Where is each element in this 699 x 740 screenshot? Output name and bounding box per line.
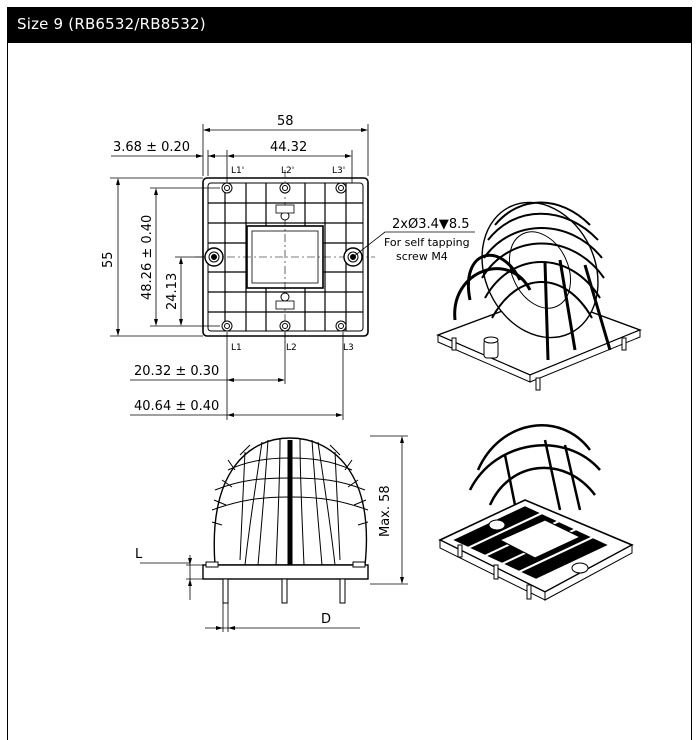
terminal-label: L1 bbox=[231, 343, 242, 353]
dim-height: 55 bbox=[101, 251, 116, 268]
side-dimensions bbox=[140, 435, 408, 632]
terminal-label: L2 bbox=[286, 343, 297, 353]
hole-note-line2: screw M4 bbox=[396, 250, 448, 263]
dim-label-l: L bbox=[135, 547, 143, 562]
dim-max-height: Max. 58 bbox=[378, 485, 393, 537]
terminal-label: L3' bbox=[332, 166, 345, 176]
side-view bbox=[202, 437, 369, 604]
dim-pitch-2: 40.64 ± 0.40 bbox=[134, 399, 219, 414]
hole-note-spec: 2xØ3.4▼8.5 bbox=[392, 217, 470, 232]
dim-hole-spacing: 48.26 ± 0.40 bbox=[140, 215, 155, 300]
dim-half-hole: 24.13 bbox=[165, 273, 180, 310]
dim-pitch-1: 20.32 ± 0.30 bbox=[134, 364, 219, 379]
isometric-view-top bbox=[436, 201, 642, 391]
header-bar: Size 9 (RB6532/RB8532) bbox=[7, 7, 692, 43]
top-view bbox=[195, 170, 375, 345]
terminal-label: L1' bbox=[231, 166, 244, 176]
dim-edge-offset: 3.68 ± 0.20 bbox=[113, 140, 190, 155]
dim-label-d: D bbox=[321, 612, 331, 627]
isometric-view-bottom bbox=[438, 424, 634, 601]
content-frame bbox=[7, 7, 692, 740]
page-title: Size 9 (RB6532/RB8532) bbox=[17, 15, 206, 33]
dim-width: 58 bbox=[277, 114, 294, 129]
terminal-label: L3 bbox=[343, 343, 354, 353]
dim-pin-spacing: 44.32 bbox=[270, 140, 307, 155]
hole-note-line1: For self tapping bbox=[384, 236, 470, 249]
terminal-label: L2' bbox=[281, 166, 294, 176]
dimension-lines bbox=[110, 124, 475, 420]
